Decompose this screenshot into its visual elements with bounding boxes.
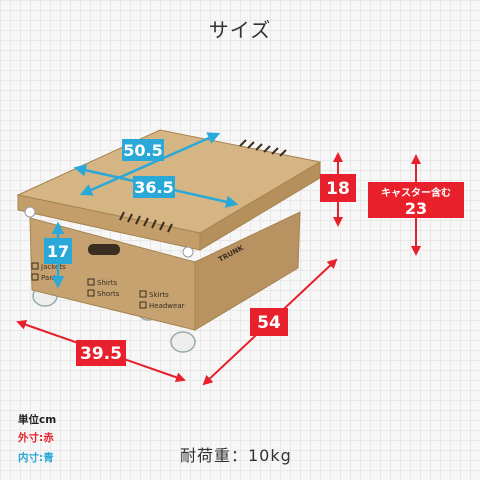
caster-height-badge	[368, 182, 464, 218]
outer-height-badge	[320, 174, 356, 202]
label-shorts: Shorts	[97, 290, 120, 298]
outer-depth-value: 54	[257, 313, 281, 333]
caster-height-value: 23	[405, 199, 427, 218]
unit-legend: 単位cm	[18, 414, 57, 426]
inner-depth-value: 50.5	[123, 141, 162, 160]
cardboard-box: Jackets Pants Shirts Shorts Skirts Headw…	[16, 129, 322, 331]
label-skirts: Skirts	[149, 291, 169, 299]
outer-width-badge	[76, 340, 126, 366]
outer-legend: 外寸:赤	[18, 432, 54, 444]
inner-legend: 内寸:青	[18, 452, 54, 464]
inner-height-badge	[44, 238, 72, 264]
outer-depth-badge	[250, 308, 288, 336]
inner-height-value: 17	[47, 242, 69, 261]
inner-width-badge	[133, 176, 175, 198]
label-jackets: Jackets	[40, 263, 66, 271]
load-capacity: 耐荷重：10kg	[180, 446, 292, 465]
label-headwear: Headwear	[149, 302, 185, 310]
inner-depth-badge	[122, 139, 164, 161]
inner-width-value: 36.5	[134, 178, 173, 197]
label-pants: Pants	[41, 274, 60, 282]
caster-height-caption: キャスター含む	[381, 186, 451, 199]
outer-height-value: 18	[326, 179, 350, 199]
label-shirts: Shirts	[97, 279, 117, 287]
outer-width-value: 39.5	[80, 344, 122, 364]
page-title: サイズ	[208, 18, 272, 42]
